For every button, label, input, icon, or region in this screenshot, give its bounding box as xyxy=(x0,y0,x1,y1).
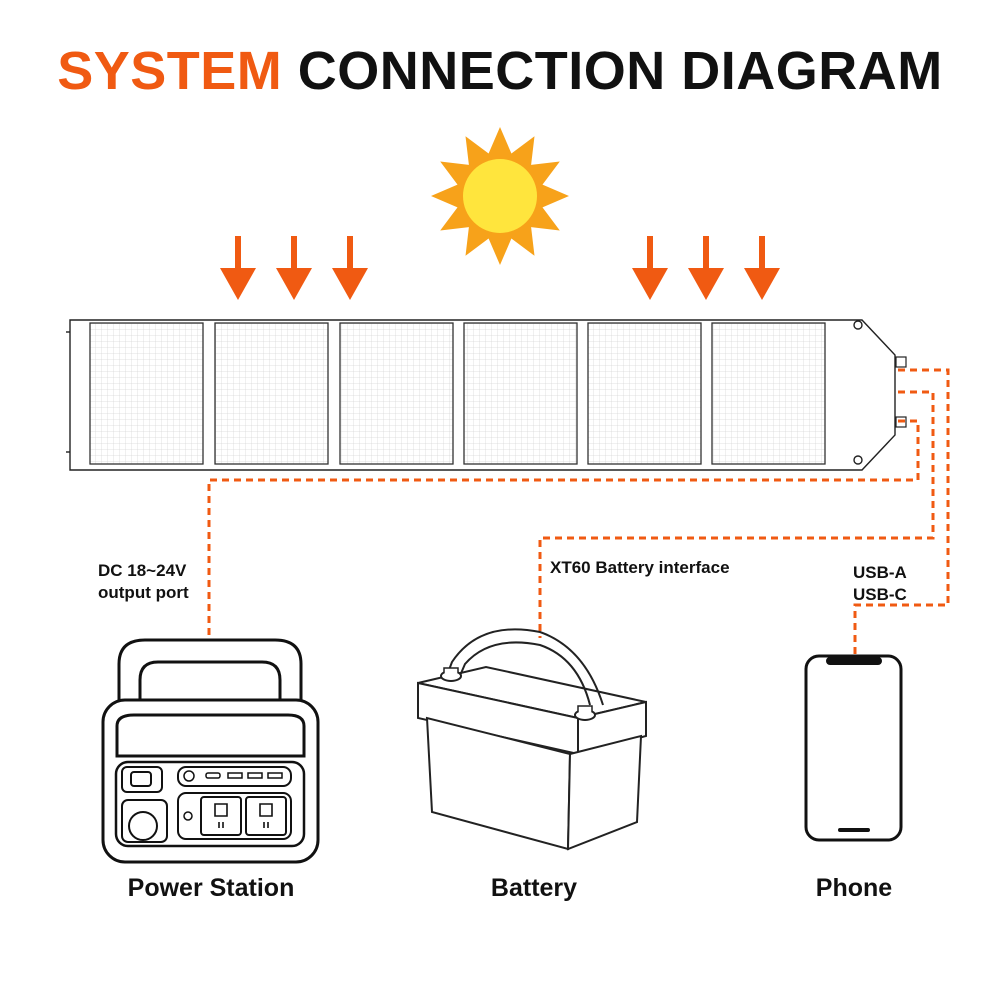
title-accent: SYSTEM xyxy=(57,41,283,101)
arrow-down-icon xyxy=(688,236,724,300)
dc-output-line xyxy=(207,419,920,638)
solar-panel xyxy=(66,319,907,471)
arrow-down-icon xyxy=(276,236,312,300)
usb-label: USB-A USB-C xyxy=(853,562,907,606)
dc-port-voltage: DC 18~24V xyxy=(98,561,187,580)
arrow-down-icon xyxy=(220,236,256,300)
connection-lines xyxy=(207,368,950,655)
arrow-down-icon xyxy=(632,236,668,300)
usb-a-label: USB-A xyxy=(853,563,907,582)
power-station-label: Power Station xyxy=(127,874,295,902)
phone-label: Phone xyxy=(815,874,893,902)
xt60-label: XT60 Battery interface xyxy=(550,558,730,577)
battery-icon xyxy=(417,628,647,851)
sunlight-arrows xyxy=(220,236,780,300)
battery-label: Battery xyxy=(490,874,578,902)
dc-port-label: DC 18~24V output port xyxy=(98,560,189,604)
page-title: SYSTEM CONNECTION DIAGRAM xyxy=(0,40,1000,102)
arrow-down-icon xyxy=(744,236,780,300)
sun-icon xyxy=(431,127,569,265)
dc-port-name: output port xyxy=(98,583,189,602)
usb-c-label: USB-C xyxy=(853,585,907,604)
arrow-down-icon xyxy=(332,236,368,300)
phone-icon xyxy=(804,654,903,842)
power-station-icon xyxy=(101,638,320,864)
xt60-line xyxy=(538,390,935,638)
solar-cells xyxy=(89,322,826,465)
title-rest: CONNECTION DIAGRAM xyxy=(297,41,943,101)
